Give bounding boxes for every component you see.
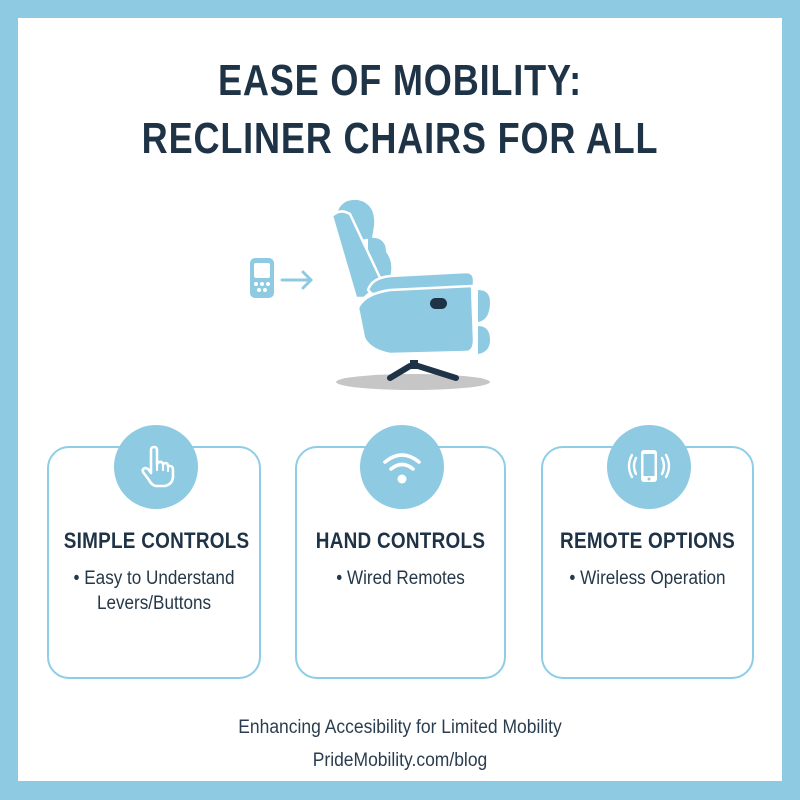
footer: Enhancing Accesibility for Limited Mobil…: [0, 711, 800, 777]
feature-card-simple-controls: SIMPLE CONTROLS • Easy to Understand Lev…: [47, 425, 261, 679]
card-bullet-item: • Easy to Understand: [73, 568, 235, 589]
recliner-chair-illustration: [330, 199, 490, 390]
footer-url[interactable]: PrideMobility.com/blog: [312, 750, 488, 771]
wifi-signal-icon: [383, 453, 421, 484]
pointing-hand-icon: [141, 445, 175, 488]
arrow-right-icon: [280, 270, 313, 290]
card-bullet-item: Levers/Buttons: [96, 593, 212, 614]
card-title: HAND CONTROLS: [315, 528, 486, 553]
feature-card-remote-options: REMOTE OPTIONS • Wireless Operation: [541, 425, 754, 679]
title-line-2: RECLINER CHAIRS FOR ALL: [141, 114, 659, 163]
smartphone-vibrate-icon: [627, 450, 671, 482]
card-title: SIMPLE CONTROLS: [63, 528, 250, 553]
card-icon-badge: [114, 425, 198, 509]
footer-tagline: Enhancing Accesibility for Limited Mobil…: [238, 717, 562, 738]
hero-illustration: [240, 190, 520, 400]
remote-control-icon: [250, 258, 274, 298]
card-bullet-list: • Wireless Operation: [553, 566, 741, 591]
card-title: REMOTE OPTIONS: [560, 528, 735, 553]
title-line-1: EASE OF MOBILITY:: [217, 56, 583, 105]
card-bullet-item: • Wired Remotes: [336, 568, 465, 589]
card-bullet-list: • Easy to Understand Levers/Buttons: [60, 566, 249, 616]
card-bullet-item: • Wireless Operation: [569, 568, 726, 589]
page-title: EASE OF MOBILITY: RECLINER CHAIRS FOR AL…: [72, 52, 728, 168]
card-icon-badge: [360, 425, 444, 509]
card-icon-badge: [607, 425, 691, 509]
feature-card-hand-controls: HAND CONTROLS • Wired Remotes: [295, 425, 506, 679]
card-bullet-list: • Wired Remotes: [307, 566, 493, 591]
